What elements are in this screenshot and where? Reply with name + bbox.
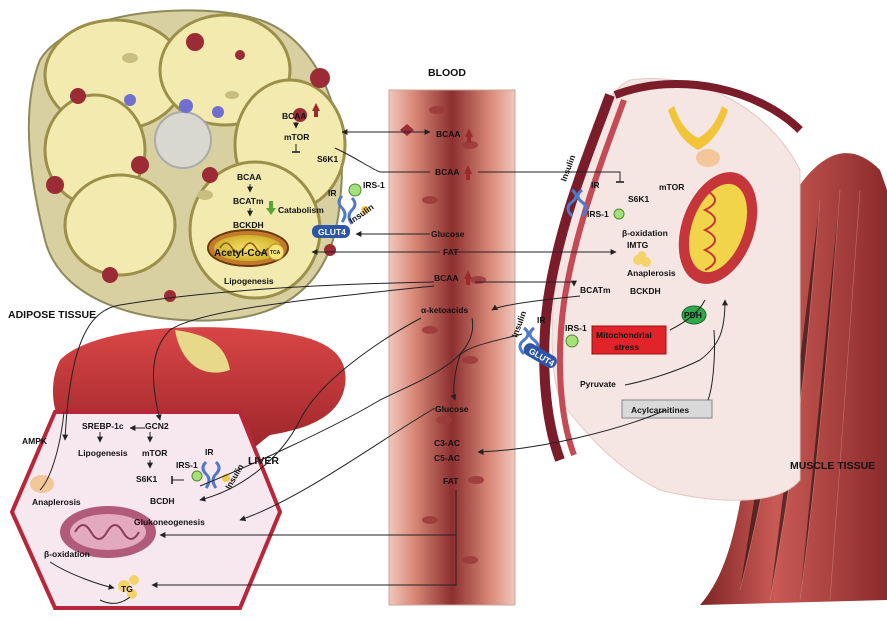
muscle-irs1-1: IRS-1 (587, 209, 609, 219)
macrophage-icon (202, 167, 218, 183)
nucleus (155, 112, 211, 168)
blood-fat-2: FAT (443, 476, 459, 486)
muscle-stress-2: stress (614, 342, 639, 352)
muscle-pyruvate: Pyruvate (580, 379, 616, 389)
adipose-lipogenesis-label: Lipogenesis (224, 276, 274, 286)
liver-srebp: SREBP-1c (82, 421, 124, 431)
liver-mtor: mTOR (142, 448, 167, 458)
muscle-irs1-2: IRS-1 (565, 323, 587, 333)
blood-title: BLOOD (428, 67, 466, 79)
catabolism-label: Catabolism (278, 205, 324, 215)
liver-beta-ox: β-oxidation (44, 549, 90, 559)
muscle-s6k1: S6K1 (628, 194, 650, 204)
liver-s6k1: S6K1 (136, 474, 158, 484)
macrophage-icon (102, 267, 118, 283)
nucleus-small (197, 190, 213, 200)
muscle-beta-ox: β-oxidation (622, 228, 668, 238)
muscle-ir-1: IR (591, 180, 600, 190)
macrophage-icon (310, 68, 330, 88)
blood-c3ac: C3-AC (434, 438, 460, 448)
blood-bcaa-3: BCAA (434, 273, 459, 283)
blood-bcaa-2: BCAA (435, 167, 460, 177)
adipocyte (65, 175, 175, 275)
adipose-bcaa-inner-label: BCAA (237, 172, 262, 182)
liver-ampk: AMPK (22, 436, 48, 446)
adipose-bckdh-label: BCKDH (233, 220, 264, 230)
liver-gluconeogenesis: Glukoneogenesis (134, 517, 205, 527)
adipose-tissue: BCAA mTOR S6K1 IR IRS-1 Insulin BCAA BCA… (29, 10, 385, 320)
blood-ketoacids: α-ketoacids (421, 305, 469, 315)
irs1-icon (614, 209, 624, 219)
adipose-glut4-label: GLUT4 (318, 227, 346, 237)
muscle-ir-2: IR (537, 315, 546, 325)
muscle-bckdh: BCKDH (630, 286, 661, 296)
acetyl-coa-label: Acetyl-CoA (214, 248, 268, 259)
macrophage-icon (186, 33, 204, 51)
liver-ir: IR (205, 447, 214, 457)
irs1-icon (566, 335, 578, 347)
macrophage-icon (70, 88, 86, 104)
liver-bcdh: BCDH (150, 496, 175, 506)
muscle-bcatm: BCATm (580, 285, 611, 295)
muscle-mtor: mTOR (659, 182, 684, 192)
adipose-mtor-label: mTOR (284, 132, 309, 142)
macrophage-icon (46, 176, 64, 194)
blood-bcaa-1: BCAA (436, 129, 461, 139)
macrophage-icon (164, 290, 176, 302)
irs1-icon (192, 471, 202, 481)
nucleus-small (122, 53, 138, 63)
tcell-icon (124, 94, 136, 106)
macrophage-icon (235, 50, 245, 60)
muscle-nucleus (696, 149, 720, 167)
muscle-imtg: IMTG (627, 240, 649, 250)
liver-nucleus (30, 475, 54, 493)
liver-hexagon (12, 412, 280, 608)
liver-lipogenesis: Lipogenesis (78, 448, 128, 458)
tcell-icon (179, 99, 193, 113)
liver-tg: TG (121, 584, 133, 594)
liver-title: LIVER (248, 455, 279, 467)
adipose-s6k1-label: S6K1 (317, 154, 339, 164)
adipose-irs1-label: IRS-1 (363, 180, 385, 190)
adipose-bcatm-label: BCATm (233, 196, 264, 206)
tcell-icon (212, 106, 224, 118)
nucleus-small (225, 91, 239, 99)
adipose-tissue-title: ADIPOSE TISSUE (8, 309, 96, 321)
macrophage-icon (131, 156, 149, 174)
adipose-ir-label: IR (328, 188, 337, 198)
muscle-acylcarnitines: Acylcarnitines (631, 405, 689, 415)
liver-anaplerosis: Anaplerosis (32, 497, 81, 507)
adipose-insulin-label: Insulin (347, 202, 375, 226)
blood-glucose-2: Glucose (435, 404, 469, 414)
muscle-tissue-title: MUSCLE TISSUE (790, 460, 875, 472)
blood-c5ac: C5-AC (434, 453, 460, 463)
adipose-bcaa-label: BCAA (282, 111, 307, 121)
liver-irs1: IRS-1 (176, 460, 198, 470)
muscle-stress-1: Mitochondrial (596, 330, 652, 340)
muscle-anaplerosis: Anaplerosis (627, 268, 676, 278)
tca-label: TCA (270, 250, 281, 256)
liver-gcn2: GCN2 (145, 421, 169, 431)
macrophage-icon (324, 244, 336, 256)
irs1-icon (349, 184, 361, 196)
blood-glucose-1: Glucose (431, 229, 465, 239)
